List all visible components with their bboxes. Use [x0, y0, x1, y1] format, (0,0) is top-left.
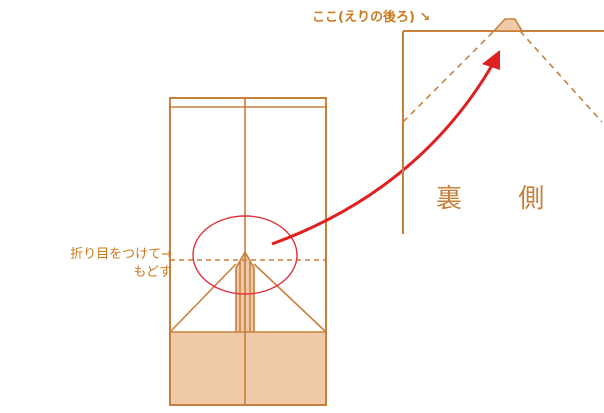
left-garment [169, 97, 327, 406]
fold-instruction-label: 折り目をつけて→ もどす [70, 246, 172, 282]
back-side-label: 裏 側 [436, 184, 569, 214]
back-left-diagonal [402, 30, 495, 123]
arrow-head [482, 50, 500, 70]
back-right-diagonal [519, 30, 603, 123]
arrow-curve [271, 61, 496, 246]
bottom-fill-band [170, 332, 326, 405]
collar-tab [492, 18, 524, 32]
fold-instruction-line-1: 折り目をつけて→ [70, 247, 172, 262]
highlight-circle [192, 215, 298, 295]
red-arrow [271, 50, 500, 246]
right-fold-diagonal [253, 263, 327, 333]
left-fold-diagonal [169, 263, 237, 333]
fold-instruction-line-2: もどす [133, 265, 172, 280]
center-strip-outline [235, 250, 255, 332]
garment-outline [169, 97, 327, 406]
back-side-garment [402, 18, 604, 234]
here-collar-label: ここ(えりの後ろ) ↘ [312, 10, 431, 25]
